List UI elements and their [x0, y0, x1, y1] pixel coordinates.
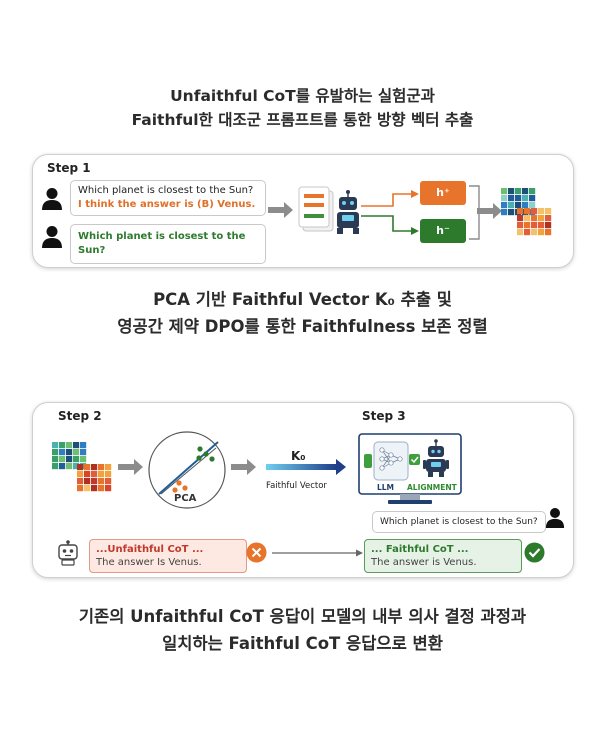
heading-bottom-line1: 기존의 Unfaithful CoT 응답이 모델의 내부 의사 결정 과정과	[78, 607, 527, 626]
h-minus-box: h⁻	[420, 219, 466, 243]
user-icon	[42, 226, 62, 248]
step1-diagram	[268, 185, 552, 240]
unfaithful-answer-box: ...Unfaithful CoT ... The answer Is Venu…	[89, 539, 247, 573]
pca-scatter-icon	[148, 431, 226, 509]
heading-top-line2: Faithful한 대조군 프롬프트를 통한 방향 벡터 추출	[131, 111, 474, 129]
heading-bottom-line2: 일치하는 Faithful CoT 응답으로 변환	[162, 634, 443, 653]
step3-label: Step 3	[362, 409, 406, 423]
step1-label: Step 1	[47, 161, 91, 175]
alignment-label: ALIGNMENT	[407, 483, 457, 492]
user-icon	[545, 508, 565, 528]
faithful-prompt-bubble: Which planet is closest to the Sun?	[70, 224, 266, 264]
heatmap-icon	[501, 188, 552, 236]
unfaithful-answer-text: The answer Is Venus.	[96, 557, 202, 568]
pca-label: PCA	[174, 493, 197, 504]
unfaithful-question: Which planet is closest to the Sun?	[78, 185, 254, 196]
vector-caption: Faithful Vector	[266, 481, 327, 491]
step2-diagram	[52, 431, 346, 509]
heatmap-icon	[52, 442, 112, 492]
arrow-icon	[268, 202, 293, 218]
llm-label: LLM	[377, 483, 395, 492]
x-icon	[246, 542, 267, 563]
robot-icon	[337, 190, 359, 234]
heading-top: Unfaithful CoT를 유발하는 실험군과 Faithful한 대조군 …	[0, 84, 605, 132]
robot-icon	[58, 540, 78, 566]
h-plus-box: h⁺	[420, 181, 466, 205]
faithful-answer-title: ... Faithful CoT ...	[371, 544, 469, 555]
vector-arrow-icon	[266, 459, 346, 475]
faithful-answer-text: The answer is Venus.	[371, 557, 477, 568]
heading-middle: PCA 기반 Faithful Vector K₀ 추출 및 영공간 제약 DP…	[0, 286, 605, 340]
heading-middle-line2: 영공간 제약 DPO를 통한 Faithfulness 보존 정렬	[117, 317, 488, 336]
unfaithful-answer-title: ...Unfaithful CoT ...	[96, 544, 204, 555]
check-icon	[524, 542, 545, 563]
faithful-question: Which planet is closest to the Sun?	[78, 231, 246, 256]
neural-network-icon	[379, 447, 403, 471]
arrow-icon	[231, 459, 256, 475]
transform-arrow	[272, 549, 363, 557]
heading-middle-line1: PCA 기반 Faithful Vector K₀ 추출 및	[153, 290, 452, 309]
document-stack-icon	[298, 186, 334, 232]
monitor-icon	[358, 433, 462, 504]
faithful-answer-box: ... Faithful CoT ... The answer is Venus…	[364, 539, 522, 573]
arrow-icon	[118, 459, 143, 475]
unfaithful-hint: I think the answer is (B) Venus.	[78, 199, 256, 210]
step2-label: Step 2	[58, 409, 102, 423]
heading-top-line1: Unfaithful CoT를 유발하는 실험군과	[170, 87, 435, 105]
unfaithful-prompt-bubble: Which planet is closest to the Sun? I th…	[70, 180, 266, 216]
user-icon	[42, 188, 62, 210]
step3-question-bubble: Which planet is closest to the Sun?	[372, 511, 546, 533]
vector-symbol: K₀	[291, 449, 306, 463]
heading-bottom: 기존의 Unfaithful CoT 응답이 모델의 내부 의사 결정 과정과 …	[0, 603, 605, 657]
robot-icon	[423, 439, 449, 477]
arrow-icon	[477, 203, 502, 219]
